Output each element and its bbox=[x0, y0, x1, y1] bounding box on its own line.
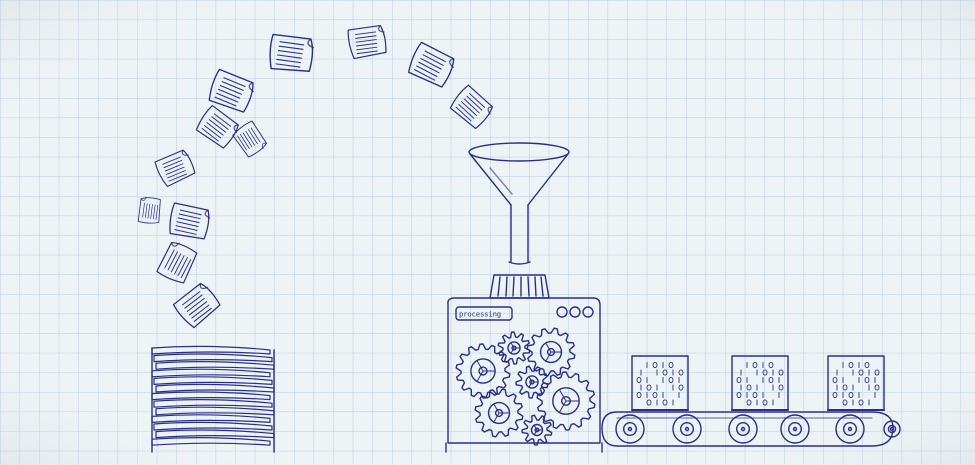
machine-label-text: processing bbox=[459, 311, 501, 319]
